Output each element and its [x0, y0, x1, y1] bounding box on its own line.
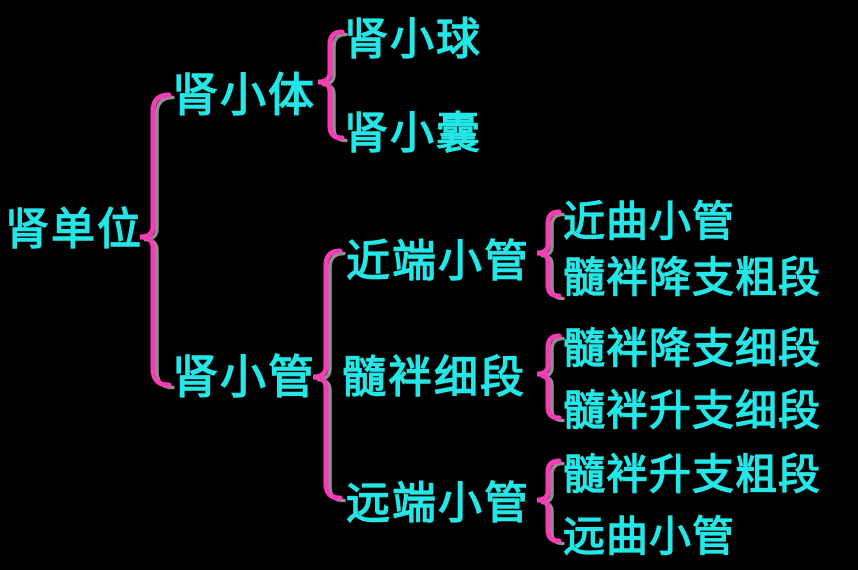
node-thick-ascending-limb: 髓袢升支粗段	[563, 450, 822, 499]
node-proximal-convoluted-tubule: 近曲小管	[563, 197, 736, 246]
brace-distal-tubule	[536, 458, 565, 546]
brace-renal-tubule	[312, 248, 346, 503]
brace-root	[139, 92, 175, 390]
node-thin-descending-limb: 髓袢降支细段	[563, 324, 822, 373]
brace-thin-segment	[536, 333, 565, 423]
brace-proximal-tubule	[536, 209, 565, 301]
node-proximal-tubule: 近端小管	[346, 236, 530, 287]
node-distal-tubule: 远端小管	[346, 478, 530, 529]
node-renal-tubule: 肾小管	[172, 350, 316, 404]
node-glomerulus: 肾小球	[344, 14, 482, 65]
node-thick-descending-limb: 髓袢降支粗段	[563, 253, 822, 302]
node-renal-corpuscle: 肾小体	[172, 68, 316, 122]
node-thin-segment: 髓袢细段	[342, 352, 526, 403]
node-thin-ascending-limb: 髓袢升支细段	[563, 386, 822, 435]
node-nephron: 肾单位	[5, 204, 143, 255]
brace-renal-corpuscle	[317, 29, 348, 143]
node-bowmans-capsule: 肾小囊	[344, 108, 482, 159]
node-distal-convoluted-tubule: 远曲小管	[563, 512, 736, 561]
